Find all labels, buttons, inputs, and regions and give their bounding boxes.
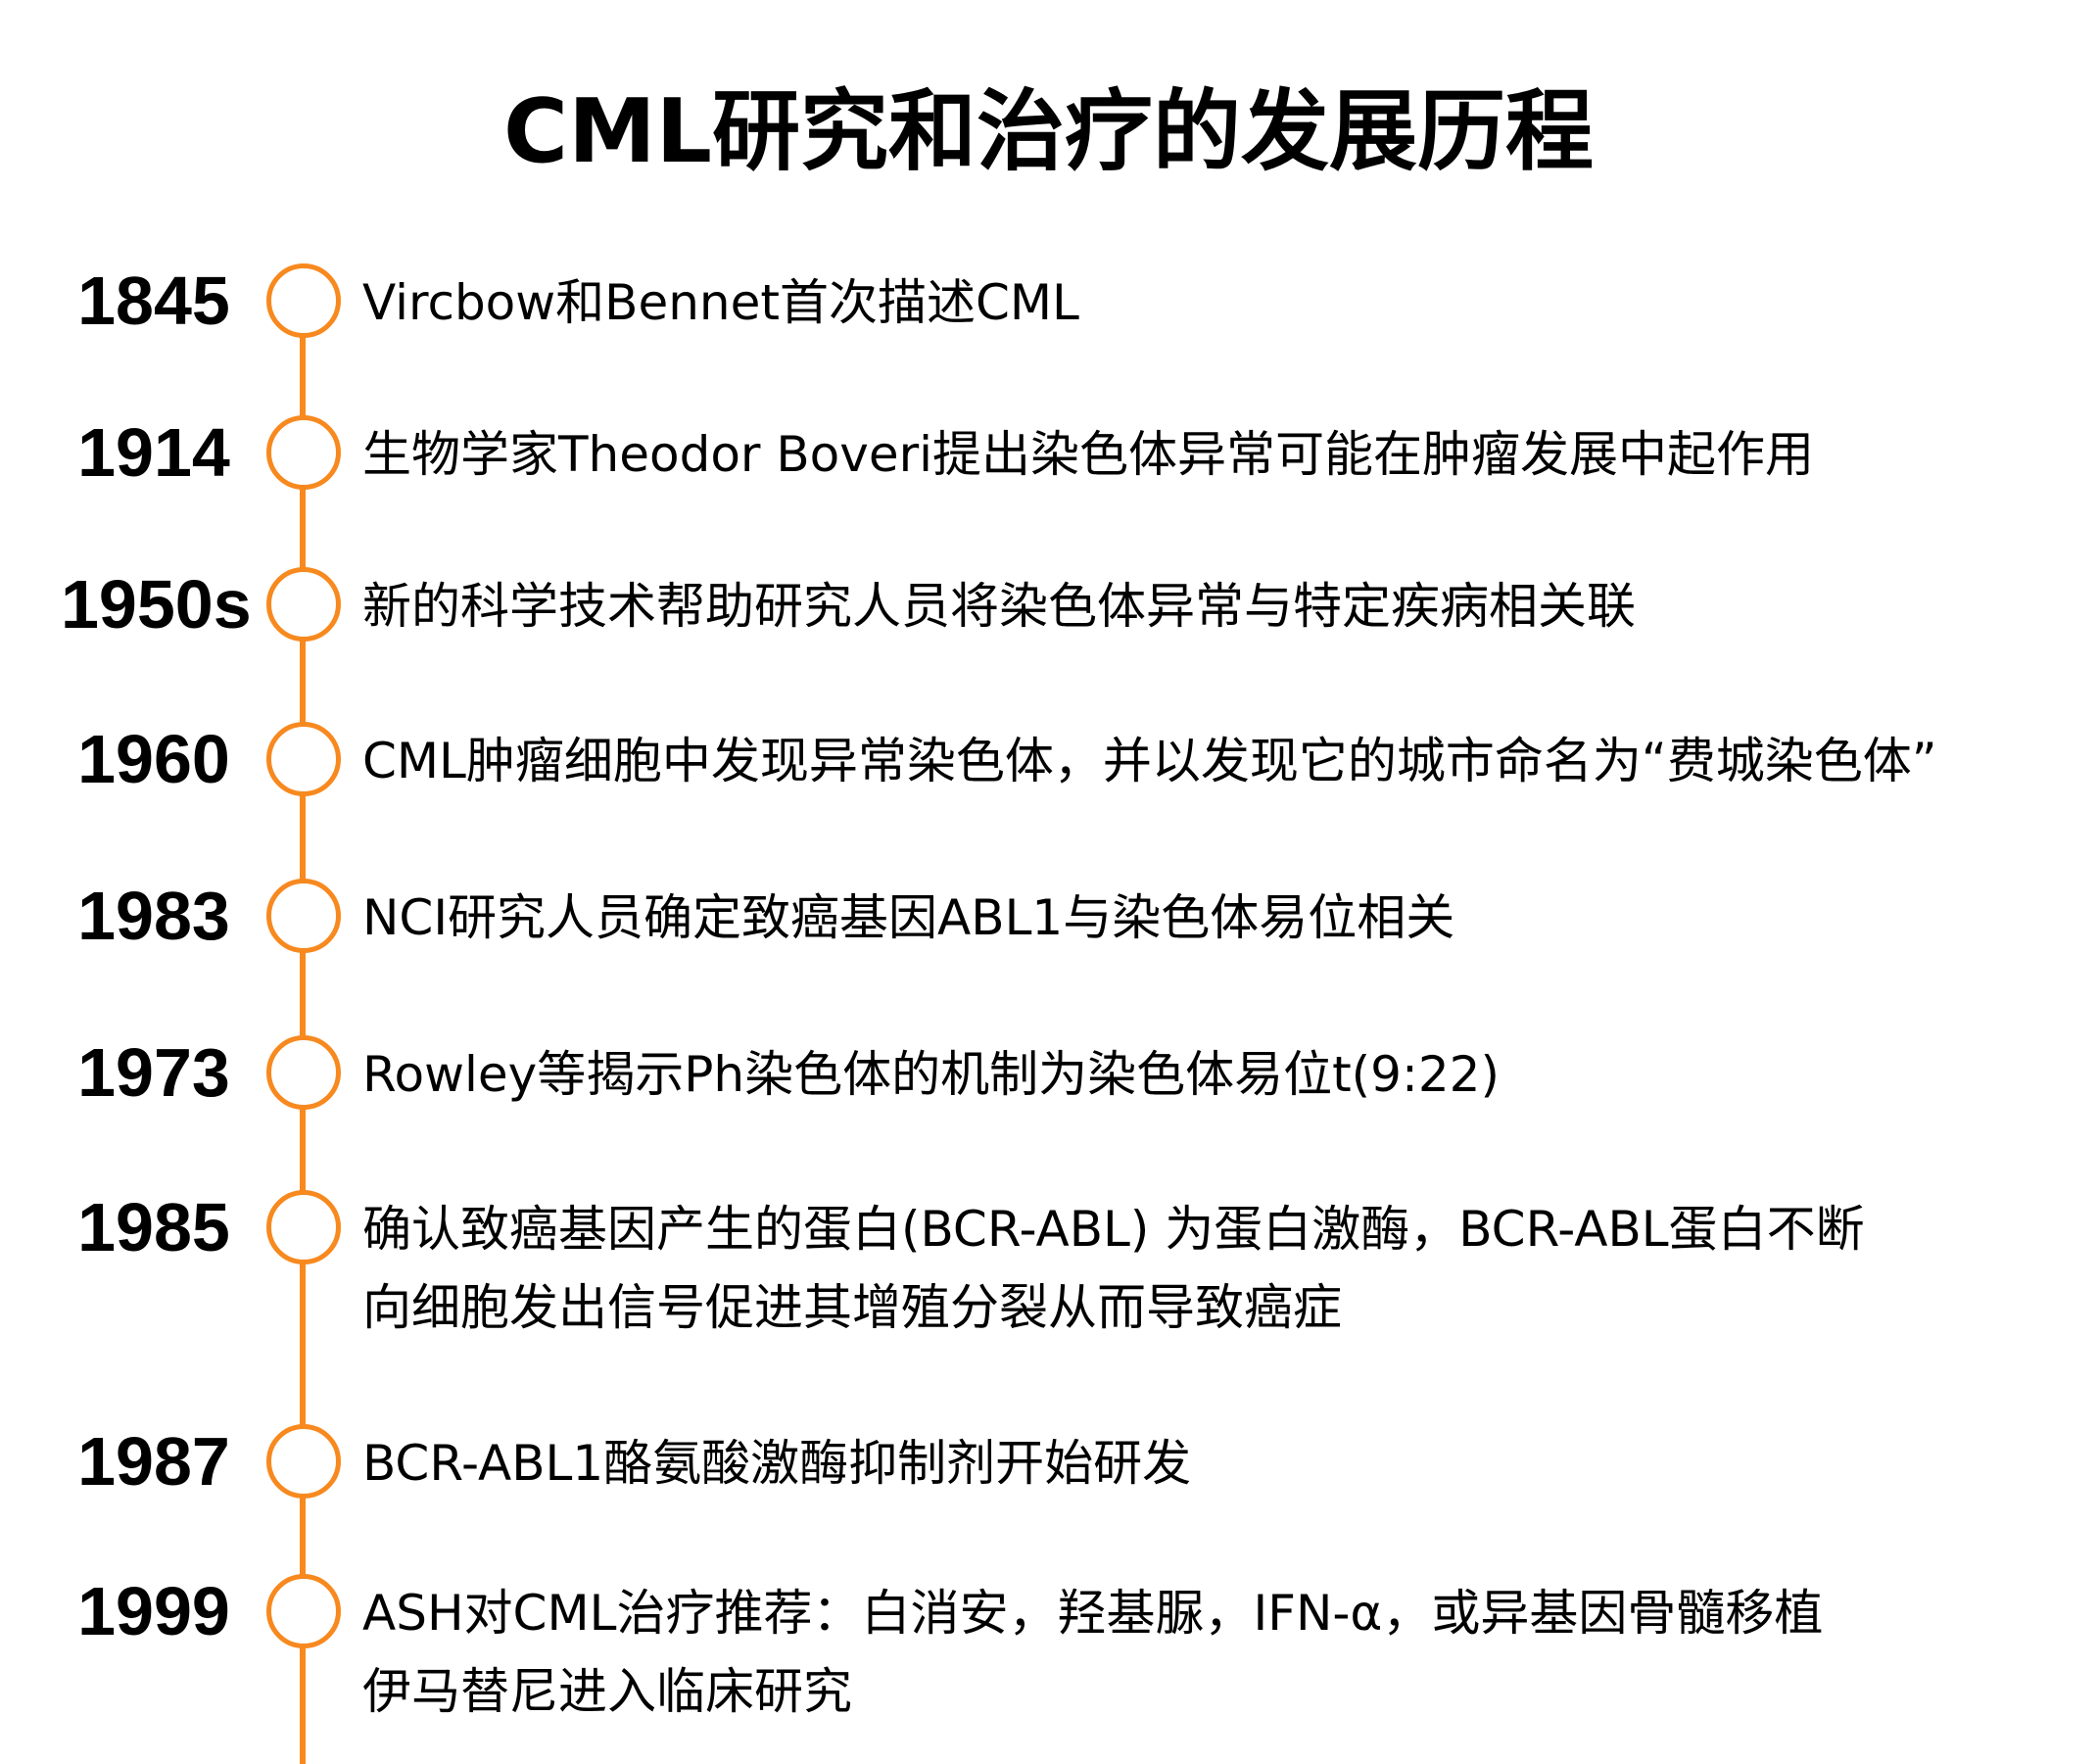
- timeline-node-icon: [266, 263, 341, 338]
- event-year: 1973: [77, 1034, 230, 1111]
- event-description: 生物学家Theodor Boveri提出染色体异常可能在肿瘤发展中起作用: [362, 415, 2086, 494]
- event-description-line: ASH对CML治疗推荐：白消安，羟基脲，IFN-α，或异基因骨髓移植: [362, 1585, 1824, 1642]
- event-year: 1983: [77, 878, 230, 954]
- timeline-node-icon: [266, 1424, 341, 1499]
- event-description-line: NCI研究人员确定致癌基因ABL1与染色体易位相关: [362, 889, 1455, 946]
- event-year: 1845: [77, 262, 230, 339]
- event-description-line: 生物学家Theodor Boveri提出染色体异常可能在肿瘤发展中起作用: [362, 426, 1815, 483]
- event-year: 1960: [77, 721, 230, 797]
- timeline-node-icon: [266, 879, 341, 953]
- timeline-node-icon: [266, 1190, 341, 1264]
- event-description-line: 确认致癌基因产生的蛋白(BCR-ABL) 为蛋白激酶，BCR-ABL蛋白不断: [362, 1201, 1865, 1258]
- timeline-node-icon: [266, 722, 341, 796]
- page-title: CML研究和治疗的发展历程: [503, 80, 1594, 183]
- event-description-line: Rowley等揭示Ph染色体的机制为染色体易位t(9:22): [362, 1046, 1500, 1103]
- event-description: BCR-ABL1酪氨酸激酶抑制剂开始研发: [362, 1424, 2086, 1502]
- event-description: ASH对CML治疗推荐：白消安，羟基脲，IFN-α，或异基因骨髓移植 伊马替尼进…: [362, 1574, 2086, 1731]
- event-description-line: 伊马替尼进入临床研究: [362, 1663, 852, 1720]
- timeline-node-icon: [266, 1574, 341, 1648]
- event-year: 1987: [77, 1423, 230, 1500]
- event-description-line: CML肿瘤细胞中发现异常染色体，并以发现它的城市命名为“费城染色体”: [362, 733, 1937, 789]
- event-description: NCI研究人员确定致癌基因ABL1与染色体易位相关: [362, 879, 2086, 957]
- event-year: 1999: [77, 1573, 230, 1649]
- event-description-line: 向细胞发出信号促进其增殖分裂从而导致癌症: [362, 1279, 1342, 1336]
- event-year: 1985: [77, 1189, 230, 1265]
- event-description: Rowley等揭示Ph染色体的机制为染色体易位t(9:22): [362, 1035, 2086, 1114]
- timeline-node-icon: [266, 415, 341, 490]
- timeline-node-icon: [266, 567, 341, 642]
- timeline-axis: [300, 294, 306, 1764]
- event-year: 1914: [77, 414, 230, 491]
- event-description: 新的科学技术帮助研究人员将染色体异常与特定疾病相关联: [362, 567, 2086, 645]
- event-description-line: BCR-ABL1酪氨酸激酶抑制剂开始研发: [362, 1435, 1192, 1492]
- event-description: CML肿瘤细胞中发现异常染色体，并以发现它的城市命名为“费城染色体”: [362, 722, 2086, 800]
- timeline-node-icon: [266, 1035, 341, 1110]
- event-year: 1950s: [61, 566, 252, 643]
- event-description-line: Vircbow和Bennet首次描述CML: [362, 274, 1079, 331]
- event-description-line: 新的科学技术帮助研究人员将染色体异常与特定疾病相关联: [362, 578, 1636, 635]
- event-description: Vircbow和Bennet首次描述CML: [362, 263, 2086, 342]
- event-description: 确认致癌基因产生的蛋白(BCR-ABL) 为蛋白激酶，BCR-ABL蛋白不断 向…: [362, 1190, 2086, 1347]
